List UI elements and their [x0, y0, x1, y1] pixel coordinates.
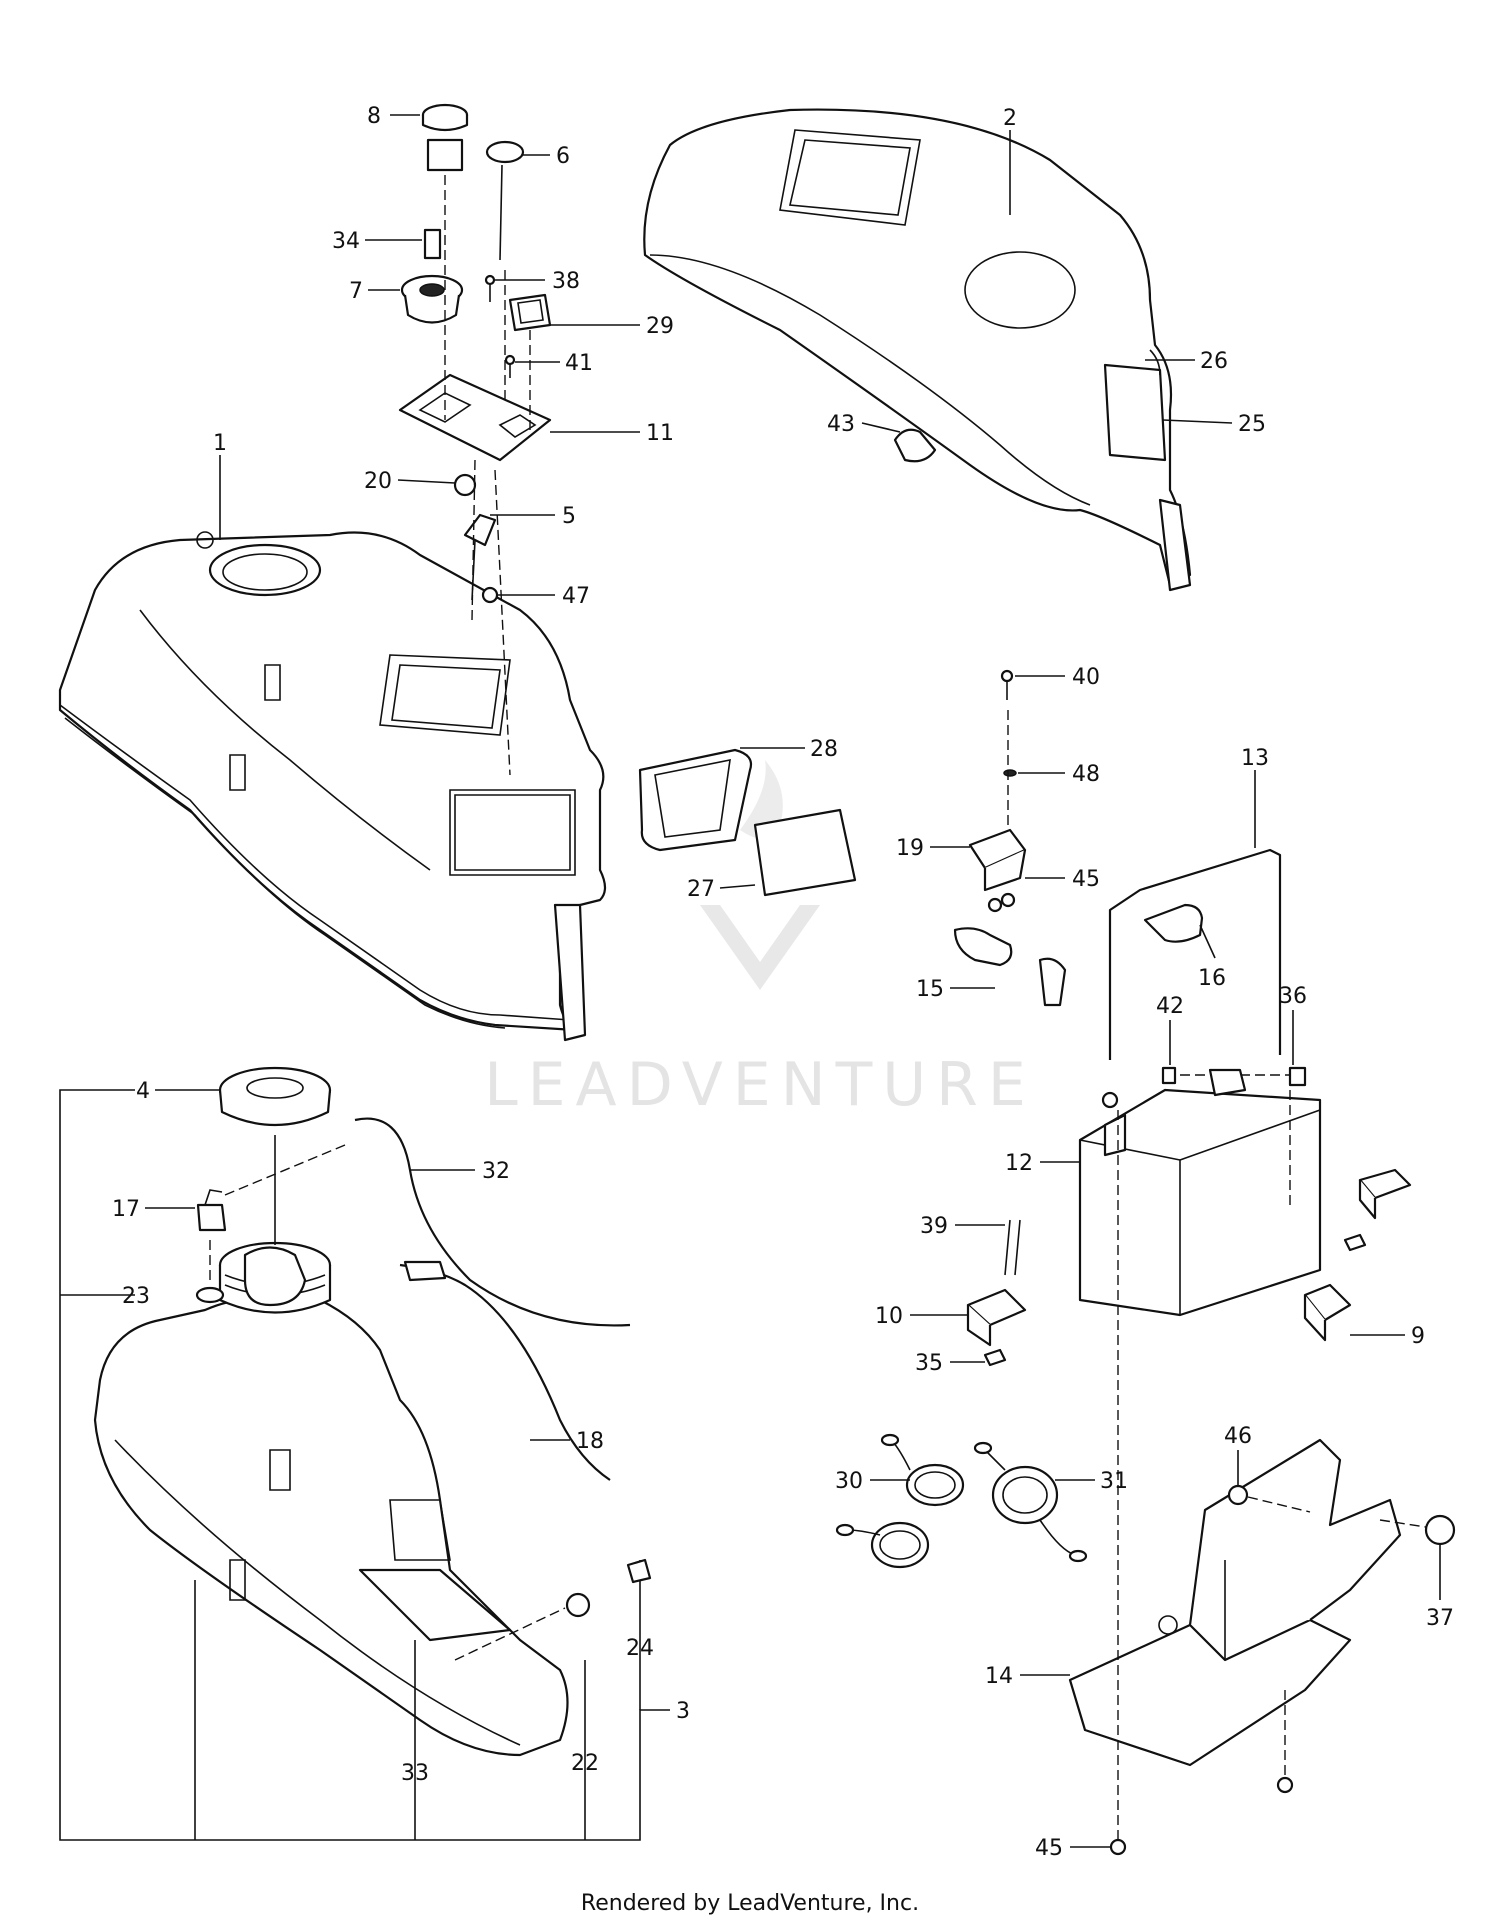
callout-30: 30 — [835, 1469, 863, 1494]
callout-29: 29 — [646, 314, 674, 339]
callout-37: 37 — [1426, 1606, 1454, 1631]
part-37-plug — [1379, 1514, 1456, 1600]
callout-22: 22 — [571, 1751, 599, 1776]
part-5-lever — [463, 513, 555, 601]
part-12-battery — [1040, 1068, 1322, 1317]
callout-11: 11 — [646, 421, 674, 446]
callout-23: 23 — [122, 1284, 150, 1309]
part-11-plate — [398, 373, 640, 462]
part-38-screw — [484, 274, 545, 302]
part-9-relay — [1303, 1283, 1405, 1342]
part-14-tray — [1020, 1438, 1402, 1767]
upper-left-dash-lines — [444, 175, 531, 776]
callout-13: 13 — [1241, 746, 1269, 771]
callout-40: 40 — [1072, 665, 1100, 690]
callout-47: 47 — [562, 584, 590, 609]
callout-48: 48 — [1072, 762, 1100, 787]
callout-32: 32 — [482, 1159, 510, 1184]
part-29-rocker-switch — [508, 293, 640, 332]
callout-43: 43 — [827, 412, 855, 437]
callout-5: 5 — [562, 504, 576, 529]
part-23-grommet — [195, 1240, 225, 1304]
part-19-switch — [930, 828, 1027, 892]
callout-18: 18 — [576, 1429, 604, 1454]
part-13-rod — [1108, 770, 1282, 1060]
callout-45b: 45 — [1035, 1836, 1063, 1861]
callout-31: 31 — [1100, 1469, 1128, 1494]
part-17-vent — [145, 1144, 346, 1232]
callout-34: 34 — [332, 229, 360, 254]
callout-2: 2 — [1003, 106, 1017, 131]
part-28-bezel — [638, 747, 805, 852]
part-40-screw — [1000, 669, 1065, 700]
part-47-nut — [481, 586, 555, 604]
part-20-ball — [397, 473, 477, 497]
callout-27: 27 — [687, 877, 715, 902]
part-30-cable — [835, 1433, 965, 1569]
callout-28: 28 — [810, 737, 838, 762]
callout-6: 6 — [556, 144, 570, 169]
part-4-cap — [155, 1066, 332, 1126]
callout-14: 14 — [985, 1664, 1013, 1689]
callout-46: 46 — [1224, 1424, 1252, 1449]
callout-10: 10 — [875, 1304, 903, 1329]
part-2-console-cover — [643, 108, 1192, 592]
callout-25: 25 — [1238, 412, 1266, 437]
part-34-key — [365, 228, 442, 260]
callout-1: 1 — [213, 431, 227, 456]
callout-41: 41 — [565, 351, 593, 376]
tank-group-bracket — [59, 1089, 670, 1841]
part-41-screw — [504, 354, 560, 378]
callout-39: 39 — [920, 1214, 948, 1239]
callout-labels: 8 6 34 38 7 29 41 11 1 20 5 47 2 26 25 4… — [112, 104, 1454, 1861]
part-36-bolt — [1288, 1010, 1307, 1087]
callout-8: 8 — [367, 104, 381, 129]
callout-36: 36 — [1279, 984, 1307, 1009]
part-27-lens — [719, 808, 857, 897]
part-22-grommet — [454, 1592, 591, 1661]
part-35-bracket — [950, 1348, 1007, 1367]
callout-26: 26 — [1200, 349, 1228, 374]
part-8-switch — [390, 103, 469, 172]
part-15-connector — [950, 710, 1067, 1007]
part-4-gasket — [243, 1135, 307, 1307]
part-45b-nut — [1070, 1090, 1294, 1856]
footer-credit: Rendered by LeadVenture, Inc. — [581, 1891, 919, 1916]
leads-part2 — [1009, 130, 1233, 424]
part-7-ignition — [368, 274, 464, 324]
watermark: LEADVENTURE — [484, 760, 1036, 1120]
watermark-text: LEADVENTURE — [484, 1050, 1036, 1120]
callout-4: 4 — [136, 1079, 150, 1104]
callout-9: 9 — [1411, 1324, 1425, 1349]
callout-20: 20 — [364, 469, 392, 494]
part-46-nut — [1227, 1450, 1311, 1513]
callout-35: 35 — [915, 1351, 943, 1376]
callout-33: 33 — [401, 1761, 429, 1786]
part-1-body — [58, 531, 607, 1042]
part-32-hose — [354, 1117, 631, 1327]
part-24-fitting — [626, 1558, 652, 1584]
part-43-bracket — [861, 422, 937, 463]
callout-3: 3 — [676, 1699, 690, 1724]
callout-24: 24 — [626, 1636, 654, 1661]
part-9-switch-upper — [1343, 1168, 1412, 1252]
part-48-washer — [1003, 769, 1065, 777]
part-45a-nut — [987, 877, 1065, 913]
callout-15: 15 — [916, 977, 944, 1002]
callout-42: 42 — [1156, 994, 1184, 1019]
callout-16: 16 — [1198, 966, 1226, 991]
callout-19: 19 — [896, 836, 924, 861]
part-39-screws — [955, 1219, 1021, 1276]
callout-7: 7 — [349, 279, 363, 304]
part-10-relay — [910, 1288, 1027, 1347]
callout-45a: 45 — [1072, 867, 1100, 892]
part-6-knob — [485, 140, 550, 261]
callout-12: 12 — [1005, 1151, 1033, 1176]
part-16-terminal-cover — [1143, 903, 1216, 959]
part-31-cable — [973, 1441, 1095, 1563]
callout-38: 38 — [552, 269, 580, 294]
callout-17: 17 — [112, 1197, 140, 1222]
part-18-fuel-line — [399, 1260, 611, 1481]
